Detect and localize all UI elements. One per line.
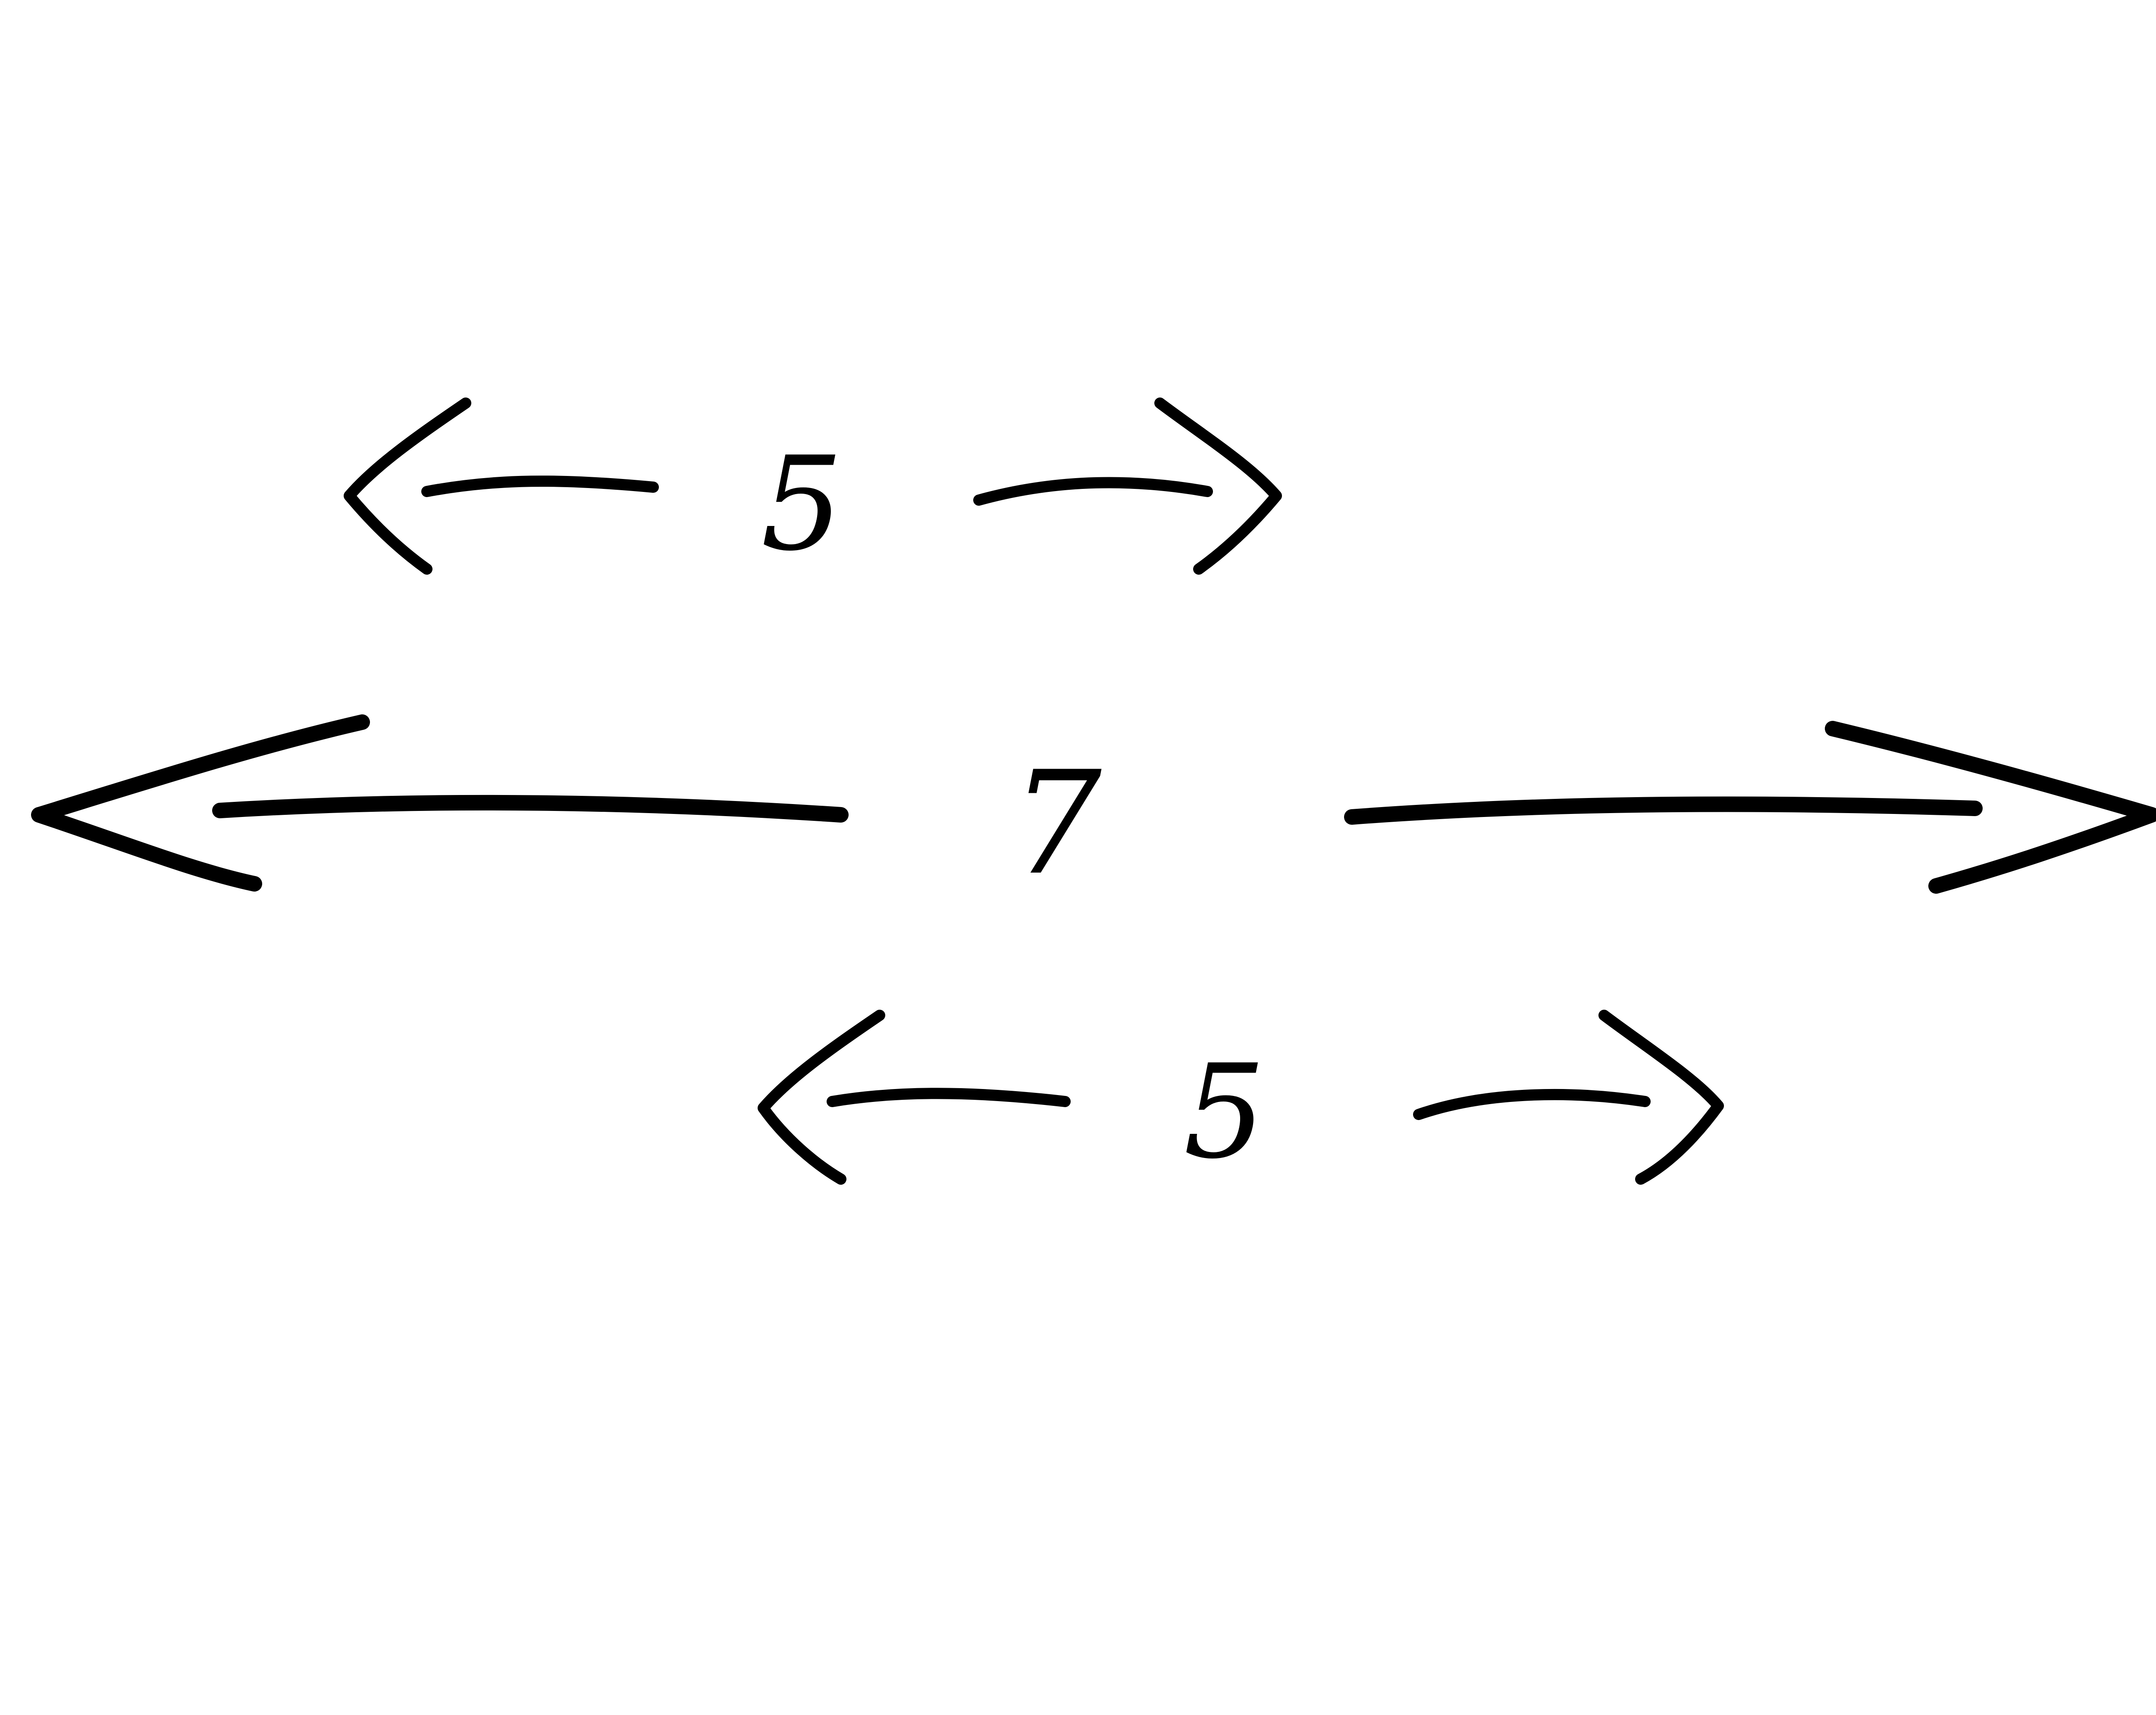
top-left-arrow-icon: [344, 397, 659, 575]
bottom-left-arrow-icon: [758, 1010, 1071, 1185]
top-right-arrow-icon: [973, 397, 1282, 575]
bottom-width-label: 5: [1183, 1037, 1266, 1187]
middle-right-arrow-icon: [1344, 721, 2156, 894]
top-width-label: 5: [761, 429, 843, 579]
bottom-right-arrow-icon: [1413, 1010, 1724, 1185]
middle-width-label: 7: [1011, 741, 1102, 906]
middle-left-arrow-icon: [31, 714, 849, 892]
